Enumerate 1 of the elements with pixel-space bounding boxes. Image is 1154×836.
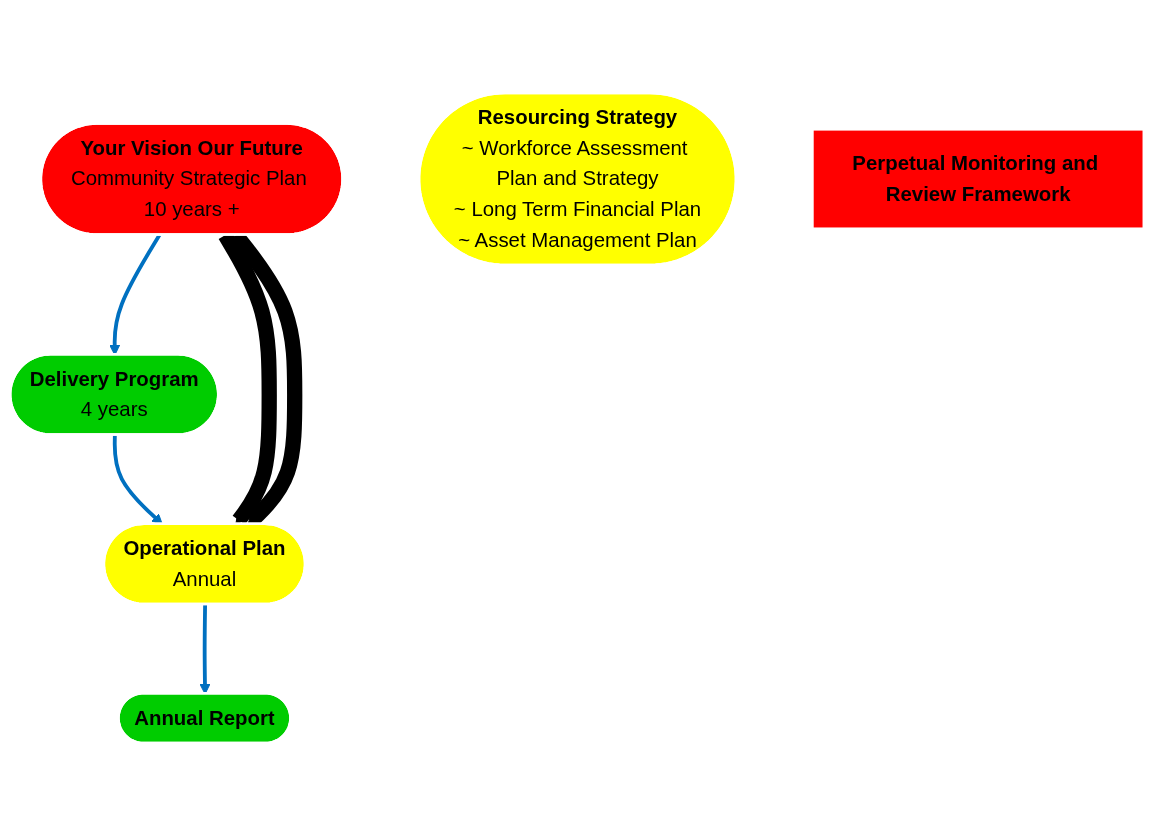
node-box: Perpetual Monitoring and Review Framework — [811, 128, 1146, 230]
